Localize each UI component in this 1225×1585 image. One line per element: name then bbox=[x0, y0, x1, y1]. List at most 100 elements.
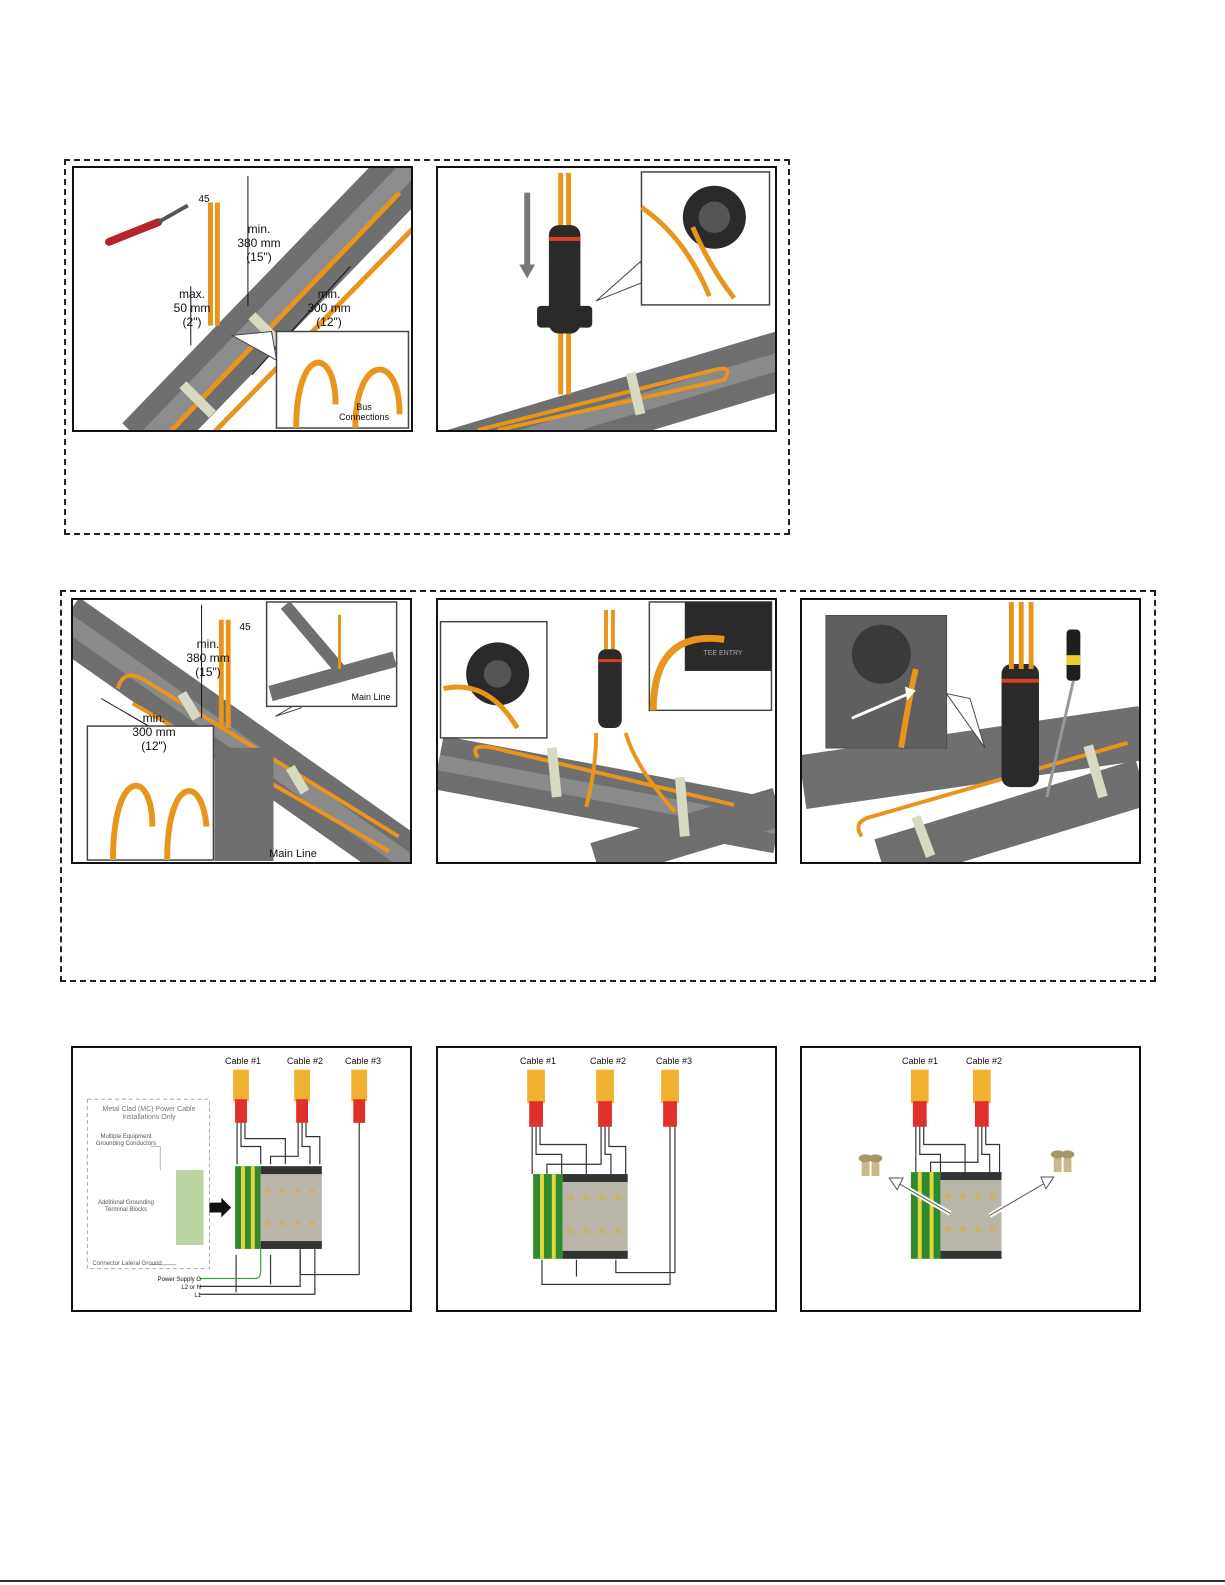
crimp-sleeve bbox=[296, 1099, 308, 1123]
arrow-right-icon bbox=[905, 686, 916, 701]
pipe bbox=[802, 706, 1139, 810]
terminal-top bbox=[940, 1172, 1002, 1180]
tee-illustration bbox=[73, 600, 410, 862]
crimp-sleeve bbox=[912, 1101, 927, 1127]
terminal-top bbox=[260, 1166, 322, 1175]
screwdriver-illustration bbox=[802, 601, 1139, 862]
cable-1-label: Cable #1 bbox=[224, 1056, 262, 1066]
mc-title: Metal Clad (MC) Power Cable Installation… bbox=[102, 1106, 196, 1122]
heating-cable bbox=[856, 740, 1129, 838]
heating-cable bbox=[115, 673, 400, 839]
terminal-stripe bbox=[241, 1166, 245, 1249]
screwdriver-band bbox=[1066, 655, 1081, 666]
tee-entry-label: TEE ENTRY bbox=[703, 650, 743, 657]
wire-l2 bbox=[199, 1248, 301, 1287]
bus-connections-label: Bus Connections bbox=[338, 402, 390, 423]
wires bbox=[915, 1126, 1001, 1173]
cable-2-label: Cable #2 bbox=[965, 1056, 1003, 1066]
l2-or-n-label: L2 or N bbox=[181, 1285, 201, 1291]
cable-jacket bbox=[596, 1069, 614, 1104]
cable-inset bbox=[898, 668, 919, 749]
bus-cable bbox=[164, 788, 210, 861]
terminal-stripe bbox=[929, 1172, 934, 1259]
callout-pointer bbox=[945, 692, 986, 749]
wire-l1 bbox=[199, 1248, 316, 1295]
tee-connector-illustration bbox=[438, 601, 775, 862]
band bbox=[177, 691, 201, 721]
panel-wiring-three-cables: Cable #1 Cable #2 Cable #3 bbox=[436, 1046, 777, 1312]
arrow-shaft bbox=[851, 692, 910, 720]
terminal-top bbox=[562, 1174, 628, 1182]
terminal-screws bbox=[567, 1194, 622, 1235]
arrow-shaft bbox=[895, 1181, 951, 1214]
terminal-ground bbox=[533, 1174, 563, 1259]
cutter-handle bbox=[105, 218, 163, 246]
dim-min-300: min. 300 mm (12") bbox=[132, 711, 176, 753]
crimp-sleeve bbox=[974, 1101, 989, 1127]
terminal-stripe bbox=[250, 1166, 255, 1249]
step-group-2 bbox=[60, 590, 1156, 982]
dim-max-50: max. 50 mm (2") bbox=[173, 287, 211, 329]
band bbox=[911, 814, 936, 858]
leader-lines bbox=[150, 1146, 176, 1266]
arrow-right-icon bbox=[1040, 1176, 1055, 1190]
cable-jacket bbox=[527, 1069, 545, 1104]
panel-connector-insert bbox=[436, 166, 777, 432]
band bbox=[674, 776, 690, 837]
mc-note-grounding-conductors: Multiple Equipment Grounding Conductors bbox=[95, 1134, 157, 1147]
terminal-stripe bbox=[540, 1174, 544, 1259]
terminal-bottom bbox=[940, 1250, 1002, 1259]
branch-pipe bbox=[214, 747, 274, 862]
band bbox=[286, 764, 310, 795]
cable-jacket bbox=[661, 1069, 679, 1104]
terminal-ground bbox=[235, 1166, 261, 1249]
panel-tee-screwdriver bbox=[800, 598, 1141, 864]
cable-jacket bbox=[351, 1069, 368, 1102]
crimp-sleeve bbox=[353, 1099, 366, 1123]
bus-cable bbox=[110, 782, 156, 861]
connector-ring bbox=[598, 659, 622, 663]
cutter-jaw bbox=[157, 203, 189, 224]
cable-jacket bbox=[910, 1069, 929, 1104]
wiring-diagram-c bbox=[858, 1069, 1075, 1259]
main-line-label: Main Line bbox=[269, 848, 317, 860]
removed-screw-right-icon bbox=[1050, 1150, 1075, 1173]
panel-cut-dimensions: 45 min. 380 mm (15") max. 50 mm (2") min… bbox=[72, 166, 413, 432]
dim-min-380: min. 380 mm (15") bbox=[237, 222, 281, 264]
terminal-screws bbox=[264, 1187, 315, 1227]
dim-min-380: min. 380 mm (15") bbox=[186, 637, 230, 679]
arrow-left-icon bbox=[888, 1177, 904, 1191]
pipe-highlight bbox=[73, 615, 410, 862]
connector-ring bbox=[1001, 678, 1039, 683]
connector-end-core bbox=[698, 201, 731, 234]
heating-cable bbox=[473, 744, 735, 807]
additional-terminal-blocks bbox=[176, 1170, 204, 1245]
band bbox=[546, 747, 562, 798]
terminal-stripe bbox=[917, 1172, 922, 1259]
inset-pipe bbox=[268, 651, 397, 702]
connector-body bbox=[1001, 664, 1039, 788]
pipe-tee-illustration bbox=[105, 168, 411, 430]
callout-pointer bbox=[595, 260, 646, 302]
terminal-grey bbox=[562, 1174, 628, 1259]
cable-3-label: Cable #3 bbox=[655, 1056, 693, 1066]
connector-ring bbox=[548, 236, 581, 241]
wires bbox=[531, 1126, 676, 1285]
seat-fitting bbox=[851, 624, 911, 684]
angle-label: 45 bbox=[239, 622, 251, 633]
cable-1-label: Cable #1 bbox=[519, 1056, 557, 1066]
terminal-bottom bbox=[260, 1241, 322, 1249]
cable-inset bbox=[640, 205, 712, 297]
screwdriver-shaft bbox=[1045, 680, 1075, 798]
heating-cable bbox=[168, 190, 402, 430]
inset-pipe bbox=[280, 601, 345, 673]
cable-2-label: Cable #2 bbox=[286, 1056, 324, 1066]
cable-branches bbox=[584, 732, 677, 814]
bus-cable bbox=[352, 366, 403, 429]
cable-inset bbox=[442, 684, 520, 730]
wiring-diagram-b bbox=[527, 1069, 679, 1285]
terminal-stripe bbox=[551, 1174, 556, 1259]
crimp-sleeve bbox=[235, 1099, 247, 1123]
panel-wiring-two-cables: Cable #1 Cable #2 bbox=[800, 1046, 1141, 1312]
bus-cable bbox=[293, 359, 339, 429]
